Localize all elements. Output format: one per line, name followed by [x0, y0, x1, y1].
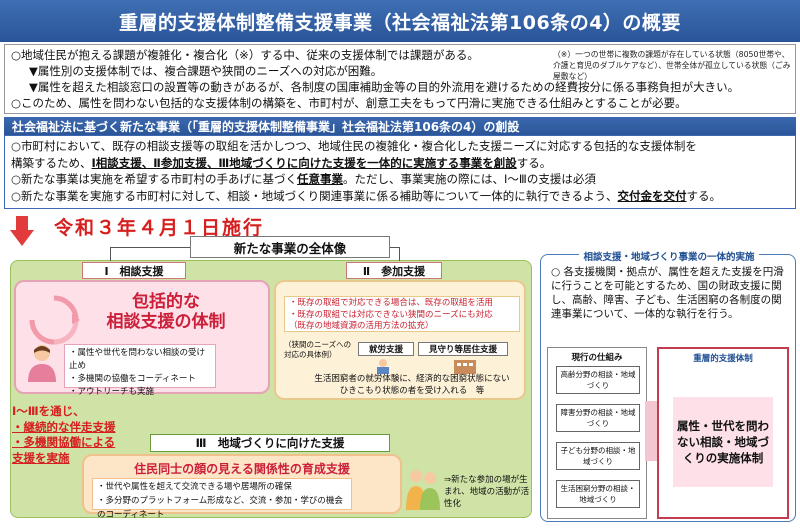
sec1-bullet-1: ・属性や世代を問わない相談の受け止め	[69, 348, 206, 371]
down-arrow-icon	[10, 216, 34, 246]
reform-p2-pre: ○新たな事業は実施を希望する市町村の手あげに基づく	[11, 172, 298, 186]
current-system-box: 現行の仕組み 高齢分野の相談・地域づくり 障害分野の相談・地域づくり 子ども分野…	[547, 347, 647, 519]
reform-p3-pre: ○新たな事業を実施する市町村に対して、相談・地域づくり関連事業に係る補助等につい…	[11, 188, 618, 203]
apartment-icon	[454, 360, 476, 374]
reform-header: 社会福祉法に基づく新たな事業（「重層的支援体制整備事業」社会福祉法第106条の4…	[4, 117, 796, 135]
sec1-bullet-2: ・多機関の協働をコーディネート	[69, 374, 196, 384]
sec1-title: 包括的な 相談支援の体制	[66, 292, 266, 332]
overview-label: 新たな事業の全体像	[190, 236, 390, 258]
reform-p1b: 構築するため、Ⅰ相談支援、Ⅱ参加支援、Ⅲ地域づくりに向けた支援を一体的に実施する…	[11, 155, 789, 172]
reform-p3-post: する。	[686, 188, 722, 203]
reform-p3: ○新たな事業を実施する市町村に対して、相談・地域づくり関連事業に係る補助等につい…	[11, 188, 789, 205]
sec2-text-3: （既存の地域資源の活用方法の拡充）	[289, 321, 434, 331]
reform-p1b-emph: Ⅰ相談支援、Ⅱ参加支援、Ⅲ地域づくりに向けた支援を一体的に実施する事業を創設	[91, 155, 517, 170]
right-panel-header: 相談支援・地域づくり事業の一体的実施	[541, 245, 797, 264]
effective-date: 令和３年４月１日施行	[54, 217, 265, 239]
sec3-bullets: ・世代や属性を超えて交流できる場や居場所の確保 ・多分野のプラットフォーム形成な…	[92, 478, 352, 520]
current-system-head: 現行の仕組み	[571, 353, 623, 363]
sec3-tag: Ⅲ 地域づくりに向けた支援	[150, 434, 390, 452]
background-section: ○地域住民が抱える課題が複雑化・複合化（※）する中、従来の支援体制では課題がある…	[4, 44, 796, 114]
cycle-arrows-icon	[29, 295, 80, 345]
reform-p1b-post: する。	[516, 155, 552, 170]
sec2-card: ・既存の取組で対応できる場合は、既存の取組を活用 ・既存の取組では対応できない狭…	[274, 280, 526, 400]
integrated-implementation-panel: 相談支援・地域づくり事業の一体的実施 ○ 各支援機関・拠点が、属性を超えた支援を…	[540, 252, 796, 522]
sec1-bullet-3: ・アウトリーチも実施	[69, 387, 155, 397]
red-note-1: Ⅰ～Ⅲを通じ、	[12, 404, 85, 418]
background-line-1: ○地域住民が抱える課題が複雑化・複合化（※）する中、従来の支援体制では課題がある…	[11, 48, 479, 62]
sec3-bullet-2: ・多分野のプラットフォーム形成など、交流・参加・学びの機会のコーディネート	[97, 496, 343, 520]
red-note-2: ・継続的な伴走支援	[12, 419, 116, 434]
sec2-example-label: （狭間のニーズへの対応の具体例）	[284, 340, 352, 359]
reform-p2: ○新たな事業は実施を希望する市町村の手あげに基づく任意事業。ただし、事業実施の際…	[11, 171, 789, 188]
current-item-elderly: 高齢分野の相談・地域づくり	[556, 366, 640, 394]
red-note-3: ・多機関協働による	[12, 435, 116, 449]
sec1-title-line2: 相談支援の体制	[106, 312, 226, 332]
current-item-poverty: 生活困窮分野の相談・地域づくり	[556, 480, 640, 508]
current-item-children: 子ども分野の相談・地域づくり	[556, 442, 640, 470]
reform-p2-emph: 任意事業	[297, 172, 344, 186]
new-system-body: 属性・世代を問わない相談・地域づくりの実施体制	[673, 397, 773, 487]
sec3-heading: 住民同士の顔の見える関係性の育成支援	[134, 462, 350, 476]
reform-section: ○市町村において、既存の相談支援等の取組を活かしつつ、地域住民の複雑化・複合化し…	[4, 135, 796, 209]
reform-p3-emph: 交付金を交付	[617, 188, 687, 203]
sec2-bottom-2: ひきこもり状態の者を受け入れる 等	[339, 385, 485, 396]
right-panel-header-text: 相談支援・地域づくり事業の一体的実施	[579, 252, 759, 263]
reform-p2-post: 。ただし、事業実施の際には、Ⅰ～Ⅲの支援は必須	[343, 172, 596, 186]
sec2-tag: Ⅱ 参加支援	[346, 262, 442, 279]
sec1-card: 包括的な 相談支援の体制 ・属性や世代を問わない相談の受け止め ・多機関の協働を…	[14, 280, 270, 397]
sec2-pill-employment: 就労支援	[358, 342, 414, 356]
sec3-bullet-1: ・世代や属性を超えて交流できる場や居場所の確保	[97, 482, 292, 492]
sec2-top-box: ・既存の取組で対応できる場合は、既存の取組を活用 ・既存の取組では対応できない狭…	[284, 296, 520, 332]
current-item-disability: 障害分野の相談・地域づくり	[556, 404, 640, 432]
sec2-example-text: 生活困窮者の就労体験に、経済的な困窮状態にない ひきこもり状態の者を受け入れる …	[302, 374, 522, 397]
continuous-support-note: Ⅰ～Ⅲを通じ、 ・継続的な伴走支援 ・多機関協働による 支援を実施	[12, 404, 132, 466]
background-line-3: ▼属性を超えた相談窓口の設置等の動きがあるが、各制度の国庫補助金等の目的外流用を…	[29, 80, 740, 94]
sec2-text-1: ・既存の取組で対応できる場合は、既存の取組を活用	[289, 298, 493, 308]
sec1-bullets: ・属性や世代を問わない相談の受け止め ・多機関の協働をコーディネート ・アウトリ…	[64, 344, 216, 397]
reform-p1a: ○市町村において、既存の相談支援等の取組を活かしつつ、地域住民の複雑化・複合化し…	[11, 139, 697, 153]
red-note-4: 支援を実施	[12, 450, 70, 465]
background-line-2: ▼属性別の支援体制では、複合課題や狭間のニーズへの対応が困難。	[29, 64, 383, 78]
worker-icon	[377, 359, 389, 374]
new-system-head: 重層的支援体制	[693, 354, 753, 364]
effect-text: ⇒新たな参加の場が生まれ、地域の活動が活性化	[444, 475, 530, 509]
community-people-icon	[406, 470, 440, 510]
sec1-tag: Ⅰ 相談支援	[82, 262, 186, 279]
background-footnote: （※）一つの世帯に複数の課題が存在している状態（8050世帯や、介護と育児のダブ…	[553, 50, 791, 81]
right-panel-desc: ○ 各支援機関・拠点が、属性を超えた支援を円滑に行うことを可能とするため、国の財…	[551, 266, 784, 320]
sec2-pill-housing: 見守り等居住支援	[418, 342, 508, 356]
background-line-4: ○このため、属性を問わない包括的な支援体制の構築を、市町村が、創意工夫をもって円…	[11, 96, 687, 110]
sec3-card: 住民同士の顔の見える関係性の育成支援 ・世代や属性を超えて交流できる場や居場所の…	[82, 454, 402, 520]
page-title: 重層的支援体制整備支援事業（社会福祉法第106条の4）の概要	[0, 0, 800, 42]
sec2-bottom-1: 生活困窮者の就労体験に、経済的な困窮状態にない	[314, 374, 510, 384]
counselor-person-icon	[28, 345, 56, 382]
sec2-text-2: ・既存の取組では対応できない狭間のニーズにも対応	[289, 309, 493, 320]
reform-p1b-pre: 構築するため、	[11, 155, 92, 170]
sec1-title-line1: 包括的な	[132, 292, 200, 312]
new-system-box: 重層的支援体制 属性・世代を問わない相談・地域づくりの実施体制	[657, 347, 789, 519]
